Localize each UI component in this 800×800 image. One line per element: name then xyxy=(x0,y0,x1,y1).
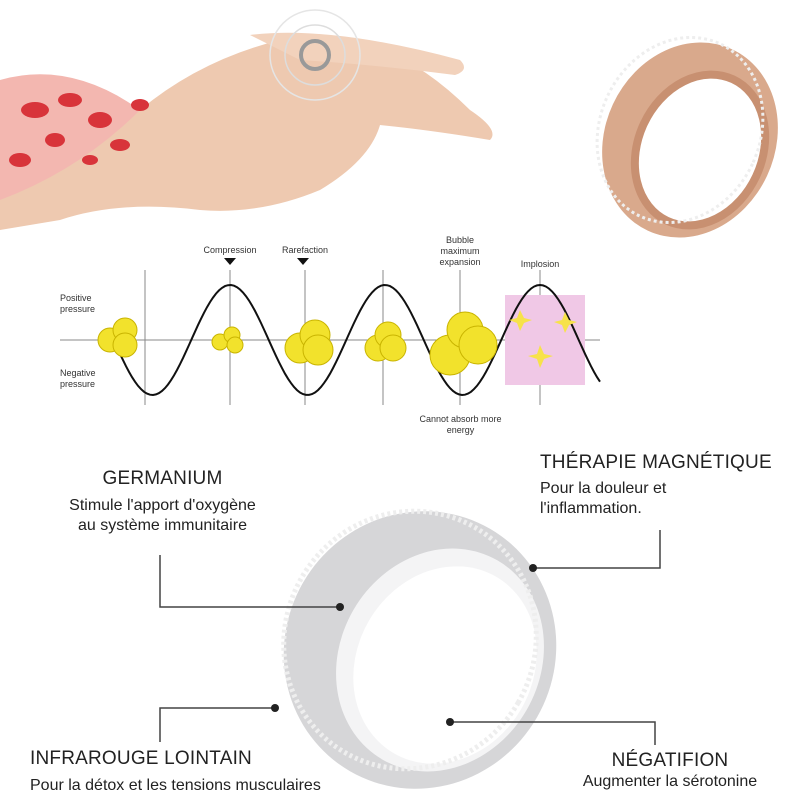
feature-magnetic-therapy: THÉRAPIE MAGNÉTIQUE Pour la douleur et l… xyxy=(540,452,772,519)
feature-desc: Pour la détox et les tensions musculaire… xyxy=(30,777,321,794)
feature-desc: au système immunitaire xyxy=(78,517,247,534)
callout-lines xyxy=(159,530,661,745)
feature-title: THÉRAPIE MAGNÉTIQUE xyxy=(540,452,772,473)
label-positive-pressure: Positive pressure xyxy=(60,293,96,314)
rarefaction-marker-icon xyxy=(297,258,309,265)
rose-gold-ring-image xyxy=(595,36,778,238)
label-compression: Compression xyxy=(203,245,257,255)
stars xyxy=(509,310,577,368)
feature-desc: l'inflammation. xyxy=(540,500,642,517)
feature-title: INFRAROUGE LOINTAIN xyxy=(30,748,252,769)
feature-title: GERMANIUM xyxy=(102,468,223,489)
negatifion-dot xyxy=(446,718,454,726)
feature-desc: Augmenter la sérotonine xyxy=(582,773,758,790)
label-bubble-max: Bubble maximum expansion xyxy=(439,235,481,267)
feature-desc: Stimule l'apport d'oxygène xyxy=(69,497,256,514)
hand-illustration xyxy=(0,9,493,231)
feature-far-infrared: INFRAROUGE LOINTAIN Pour la détox et les… xyxy=(30,748,321,796)
infrared-dot xyxy=(271,704,279,712)
germanium-dot xyxy=(336,603,344,611)
feature-germanium: GERMANIUM Stimule l'apport d'oxygène au … xyxy=(30,468,295,536)
feature-title: NÉGATIFION xyxy=(611,750,729,771)
feature-desc: Pour la douleur et xyxy=(540,480,667,497)
bubbles xyxy=(97,311,498,376)
implosion-area xyxy=(505,295,585,385)
feature-negatifion: NÉGATIFION Augmenter la sérotonine xyxy=(540,750,800,792)
label-cannot-absorb: Cannot absorb more energy xyxy=(419,414,502,435)
label-negative-pressure: Negative pressure xyxy=(60,368,96,389)
pressure-wave xyxy=(119,283,601,397)
compression-marker-icon xyxy=(224,258,236,265)
therapy-dot xyxy=(529,564,537,572)
silver-ring-image xyxy=(281,508,557,789)
label-rarefaction: Rarefaction xyxy=(281,245,329,255)
label-implosion: Implosion xyxy=(520,259,560,269)
